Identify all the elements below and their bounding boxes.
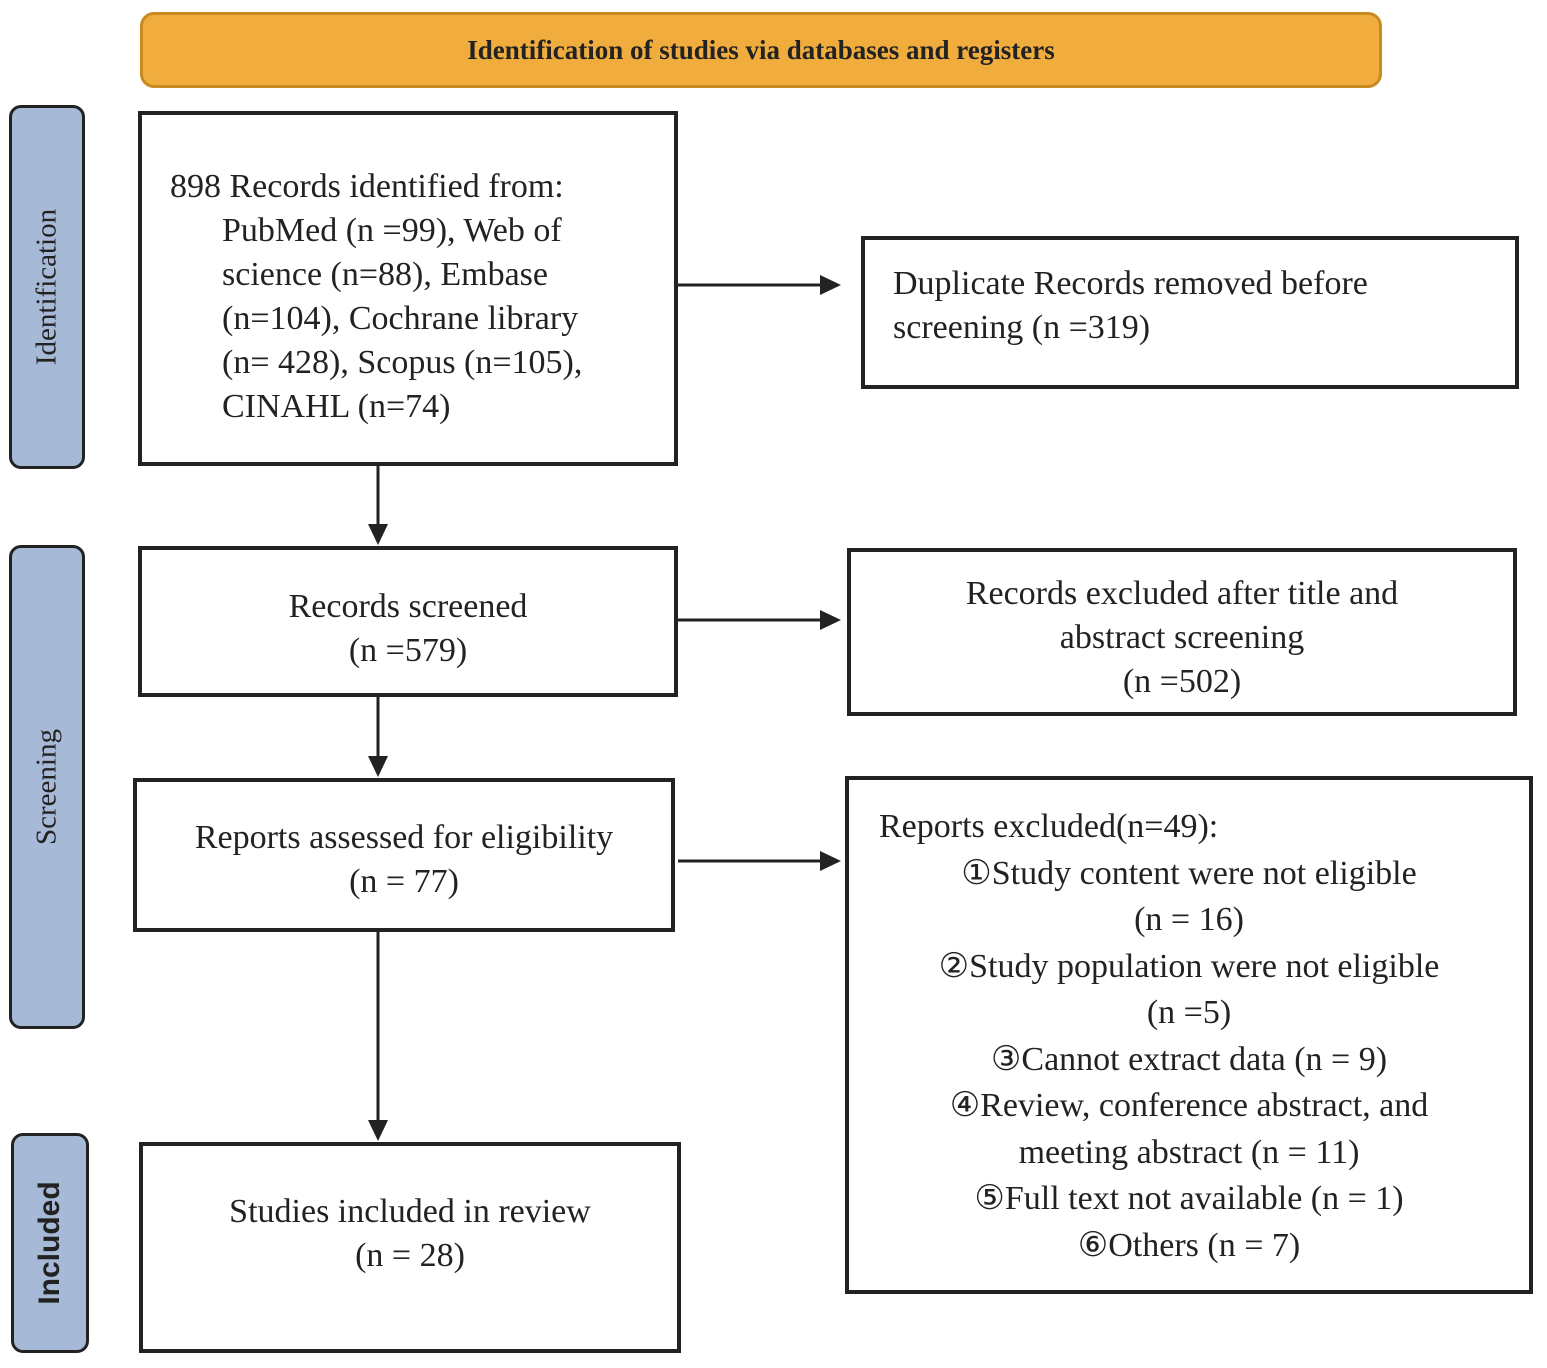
exclusion-reason: ⑥Others (n = 7) (1077, 1226, 1301, 1264)
duplicates-removed-box: Duplicate Records removed before screeni… (861, 236, 1519, 389)
exclusion-reason: ③Cannot extract data (n = 9) (990, 1040, 1388, 1078)
records-excluded-count: (n =502) (1122, 663, 1242, 700)
arrowhead (820, 610, 841, 630)
phase-label-identification: Identification (9, 105, 85, 469)
records-identified-heading: 898 Records identified from: (170, 168, 564, 205)
studies-included-line: Studies included in review (229, 1193, 591, 1230)
records-identified-box: 898 Records identified from: PubMed (n =… (138, 111, 678, 466)
records-screened-line: Records screened (288, 588, 528, 625)
records-source-line: PubMed (n =99), Web of (222, 212, 562, 249)
exclusion-reason: (n = 16) (1134, 901, 1244, 938)
records-screened-count: (n =579) (348, 632, 468, 669)
duplicates-removed-line: Duplicate Records removed before (893, 265, 1368, 302)
records-source-line: (n= 428), Scopus (n=105), (222, 344, 583, 381)
reports-assessed-count: (n = 77) (349, 863, 459, 900)
exclusion-reason: (n =5) (1146, 994, 1232, 1031)
records-source-line: science (n=88), Embase (222, 256, 548, 293)
exclusion-reason: ④Review, conference abstract, and (949, 1087, 1429, 1124)
records-source-line: CINAHL (n=74) (222, 388, 451, 425)
arrowhead (820, 851, 841, 871)
reports-excluded-box: Reports excluded(n=49): ①Study content w… (845, 776, 1533, 1294)
records-screened-box: Records screened (n =579) (138, 546, 678, 697)
arrowhead (368, 524, 388, 545)
studies-included-count: (n = 28) (355, 1237, 465, 1274)
records-excluded-line: abstract screening (1059, 619, 1305, 656)
arrowhead (368, 756, 388, 777)
phase-label-screening: Screening (9, 545, 85, 1029)
arrowhead (820, 275, 841, 295)
banner-title: Identification of studies via databases … (467, 34, 1055, 65)
banner-identification-of-studies: Identification of studies via databases … (140, 12, 1382, 88)
reports-excluded-heading: Reports excluded(n=49): (879, 808, 1219, 845)
exclusion-reason: ⑤Full text not available (n = 1) (974, 1180, 1404, 1217)
exclusion-reason: ①Study content were not eligible (961, 854, 1417, 892)
duplicates-removed-line: screening (n =319) (893, 309, 1151, 346)
studies-included-box: Studies included in review (n = 28) (139, 1142, 681, 1353)
records-excluded-line: Records excluded after title and (965, 575, 1399, 612)
records-excluded-box: Records excluded after title and abstrac… (847, 548, 1517, 716)
arrowhead (368, 1120, 388, 1141)
exclusion-reason: ②Study population were not eligible (938, 947, 1440, 985)
records-source-line: (n=104), Cochrane library (222, 300, 579, 337)
reports-assessed-line: Reports assessed for eligibility (194, 819, 614, 856)
exclusion-reason: meeting abstract (n = 11) (1018, 1133, 1360, 1171)
phase-label-included: Included (11, 1133, 89, 1353)
reports-assessed-box: Reports assessed for eligibility (n = 77… (133, 778, 675, 932)
